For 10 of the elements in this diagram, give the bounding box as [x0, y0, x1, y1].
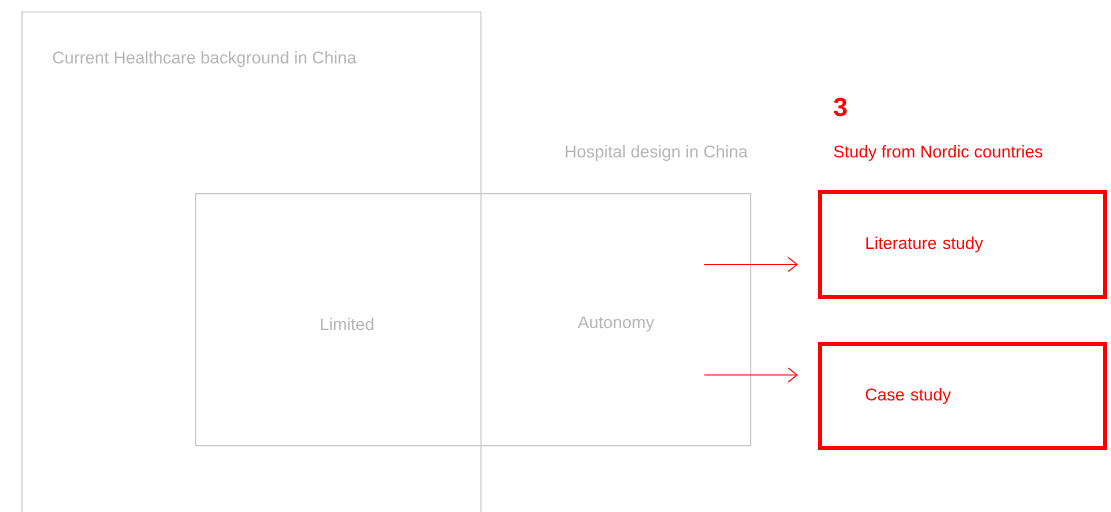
- region-label: Autonomy: [577, 316, 655, 332]
- section-heading: Study from Nordic countries: [834, 145, 1043, 161]
- arrow: [703, 367, 798, 383]
- region-label: Limited: [321, 317, 374, 331]
- step-number: 3: [833, 97, 847, 117]
- frame-title: Hospital design in China: [565, 145, 748, 161]
- process-box: Case study: [818, 342, 1107, 450]
- process-box: Literature study: [818, 190, 1107, 299]
- frame-title: Current Healthcare background in China: [53, 51, 357, 67]
- arrow: [703, 257, 798, 272]
